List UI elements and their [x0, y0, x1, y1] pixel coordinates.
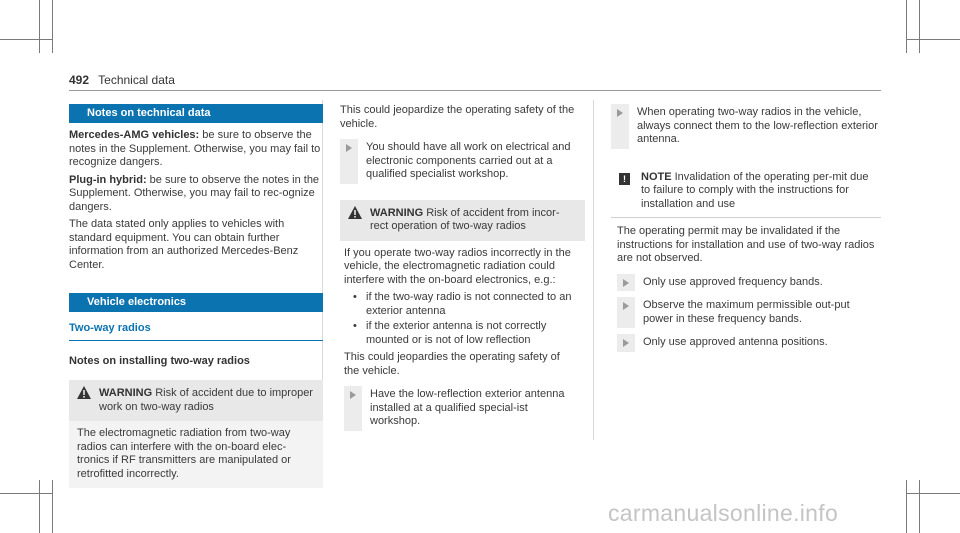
heading-installing-radios: Notes on installing two-way radios — [69, 354, 250, 367]
step-text: When operating two-way radios in the veh… — [637, 106, 878, 145]
step-arrow-icon — [617, 109, 623, 117]
text-hybrid: be sure to observe the notes in the Supp… — [69, 173, 320, 213]
bullet-icon: • — [353, 320, 357, 332]
warning-box: WARNING Risk of accident due to improper… — [69, 380, 323, 488]
crop-mark — [52, 480, 53, 533]
note-box: ! NOTE Invalidation of the operating per… — [611, 167, 881, 352]
watermark: carmanualsonline.info — [608, 500, 839, 526]
warning-body: If you operate two-way radios incorrectl… — [340, 240, 585, 442]
crop-mark — [919, 480, 920, 533]
header-divider — [69, 90, 881, 91]
note-paragraph: The operating permit may be invalidated … — [617, 225, 875, 264]
crop-mark — [907, 39, 960, 40]
step-text: Observe the maximum permissible out-put … — [643, 299, 850, 325]
instruction-step: Only use approved antenna positions. — [617, 334, 875, 352]
column-1: Notes on technical data Mercedes-AMG veh… — [69, 104, 323, 488]
paragraph-standard-equipment: The data stated only applies to vehicles… — [69, 218, 299, 271]
instruction-step: You should have all work on electrical a… — [340, 139, 585, 184]
warning-tail: This could jeopardies the operating safe… — [344, 351, 560, 377]
crop-mark — [906, 480, 907, 533]
bullet-icon: • — [353, 291, 357, 303]
list-item: • if the exterior antenna is not correctl… — [344, 320, 577, 347]
subheading-two-way-radios: Two-way radios — [69, 322, 323, 341]
page-number: 492 — [69, 73, 90, 87]
warning-title: Risk of accident due to improper work on… — [99, 387, 313, 413]
step-text: Only use approved frequency bands. — [643, 275, 823, 288]
paragraph-hybrid: Plug-in hybrid: be sure to observe the n… — [69, 174, 323, 215]
section-heading-vehicle-electronics: Vehicle electronics — [69, 293, 323, 312]
notice-icon: ! — [619, 172, 630, 185]
instruction-step: Have the low-reflection exterior antenna… — [344, 386, 577, 431]
step-bar — [611, 104, 629, 149]
instruction-step: Observe the maximum permissible out-put … — [617, 297, 875, 328]
warning-triangle-icon — [348, 205, 362, 219]
instruction-step: Only use approved frequency bands. — [617, 273, 875, 291]
warning-header: WARNING Risk of accident from incor-rect… — [340, 199, 585, 241]
column-2: This could jeopardize the operating safe… — [340, 104, 585, 442]
note-label: NOTE — [641, 170, 672, 183]
crop-mark — [0, 39, 53, 40]
column-3: When operating two-way radios in the veh… — [611, 104, 881, 356]
list-item: • if the two-way radio is not connected t… — [344, 291, 577, 318]
label-hybrid: Plug-in hybrid: — [69, 173, 147, 186]
step-arrow-icon — [350, 391, 356, 399]
column-divider — [593, 100, 594, 440]
warning-box: WARNING Risk of accident from incor-rect… — [340, 199, 585, 442]
step-text: You should have all work on electrical a… — [366, 141, 571, 180]
crop-mark — [919, 0, 920, 53]
crop-mark — [39, 0, 40, 53]
label-amg: Mercedes-AMG vehicles: — [69, 129, 200, 141]
paragraph-jeopardize: This could jeopardize the operating safe… — [340, 104, 575, 130]
crop-mark — [52, 0, 53, 53]
step-bar — [344, 386, 362, 431]
section-heading-technical-data: Notes on technical data — [69, 104, 323, 123]
warning-label: WARNING — [99, 387, 153, 399]
warning-intro: If you operate two-way radios incorrectl… — [344, 246, 571, 286]
instruction-step: When operating two-way radios in the veh… — [611, 104, 881, 149]
note-body: The operating permit may be invalidated … — [611, 218, 881, 352]
warning-title: Risk of accident from incor-rect operati… — [370, 206, 560, 233]
step-bar — [617, 297, 635, 328]
section-title: Technical data — [98, 73, 175, 87]
step-arrow-icon — [623, 339, 629, 347]
crop-mark — [0, 493, 53, 494]
step-text: Have the low-reflection exterior antenna… — [370, 388, 565, 427]
page-header: 492 Technical data — [69, 73, 175, 87]
crop-mark — [907, 493, 960, 494]
step-arrow-icon — [623, 278, 629, 287]
step-arrow-icon — [346, 144, 352, 152]
warning-body: The electromagnetic radiation from two-w… — [69, 421, 323, 488]
crop-mark — [39, 480, 40, 533]
paragraph-amg: Mercedes-AMG vehicles: be sure to observ… — [69, 129, 323, 170]
crop-mark — [906, 0, 907, 53]
text-amg: be sure to observe the notes in the Supp… — [69, 129, 321, 168]
step-text: Only use approved antenna positions. — [643, 336, 828, 348]
warning-header: WARNING Risk of accident due to improper… — [69, 380, 323, 421]
note-title: Invalidation of the operating per-mit du… — [641, 170, 869, 210]
list-item-text: if the two-way radio is not connected to… — [366, 291, 572, 317]
step-arrow-icon — [623, 302, 629, 310]
warning-triangle-icon — [77, 386, 91, 399]
column-divider — [322, 100, 323, 455]
warning-label: WARNING — [370, 206, 424, 219]
note-header: ! NOTE Invalidation of the operating per… — [611, 167, 881, 218]
list-item-text: if the exterior antenna is not correctly… — [366, 320, 547, 346]
step-bar — [340, 139, 358, 184]
